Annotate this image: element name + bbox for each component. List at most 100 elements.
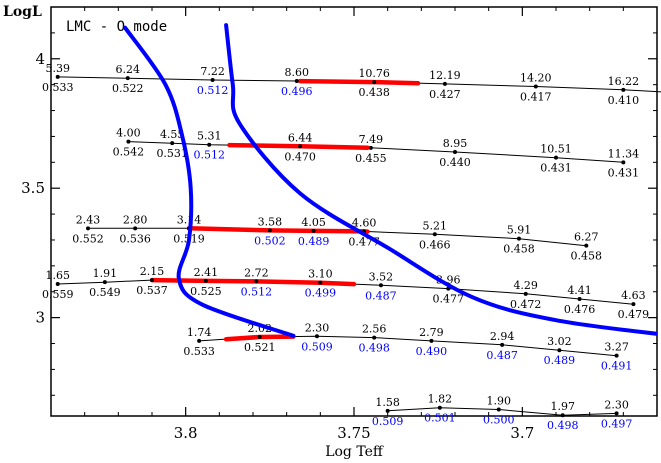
track-point [86,226,91,231]
track-point [500,342,505,347]
mass-label: 5.21 [423,219,448,232]
track-2: 4.00 0.542 4.55 0.531 5.31 0.512 6.44 0.470 7.49… [113,127,639,180]
mass-label: 4.55 [160,128,185,141]
track-point [523,291,528,296]
mass-label: 1.97 [550,400,575,413]
period-ratio-label: 0.487 [486,349,518,362]
mass-label: 2.30 [305,321,330,334]
mass-label: 4.60 [352,216,377,229]
track-1: 5.390.5336.240.5227.220.5128.600.49610.7… [42,62,661,107]
period-ratio-label: 0.417 [520,90,552,103]
mass-label: 10.51 [540,143,572,156]
period-ratio-label: 0.431 [540,162,572,175]
mass-label: 2.79 [419,326,444,339]
track-point [372,80,377,85]
y-tick-label: 3 [35,309,45,327]
mass-label: 3.52 [369,270,394,283]
mass-label: 14.20 [520,71,552,84]
mass-label: 10.76 [358,67,390,80]
mass-label: 4.41 [567,284,592,297]
period-ratio-label: 0.542 [113,146,145,159]
track-point [621,160,626,165]
track-point [496,407,501,412]
track-point [584,243,589,248]
track-point [207,142,212,147]
x-tick-label: 3.7 [510,424,534,442]
mass-label: 2.56 [362,323,387,336]
period-ratio-label: 0.487 [365,289,397,302]
mass-label: 6.44 [288,131,313,144]
x-tick-label: 3.8 [174,424,198,442]
y-axis-title: LogL [3,4,42,20]
period-ratio-label: 0.509 [372,415,404,428]
period-ratio-label: 0.500 [483,414,515,427]
mass-label: 1.91 [93,267,118,280]
period-ratio-label: 0.438 [358,86,390,99]
period-ratio-label: 0.440 [439,156,471,169]
track-point [368,145,373,150]
period-ratio-label: 0.533 [42,81,74,94]
period-ratio-label: 0.431 [608,166,640,179]
track-point [614,411,619,416]
period-ratio-label: 0.531 [156,147,188,160]
mass-label: 16.22 [608,75,640,88]
period-ratio-label: 0.491 [601,360,633,373]
track-point [203,278,208,283]
track-point [557,348,562,353]
mass-label: 8.60 [285,66,310,79]
track-point [429,338,434,343]
mass-label: 3.58 [258,215,283,228]
track-point [125,76,130,81]
track-point [102,280,107,285]
period-ratio-label: 0.512 [241,285,273,298]
period-ratio-label: 0.533 [183,345,215,358]
period-ratio-label: 0.470 [284,150,316,163]
period-ratio-label: 0.512 [193,149,225,162]
mass-label: 4.29 [513,279,538,292]
track-point [442,81,447,86]
track-point [170,141,175,146]
period-ratio-label: 0.499 [305,287,337,300]
mass-label: 5.39 [45,62,70,75]
period-ratio-label: 0.489 [298,235,330,248]
period-ratio-label: 0.458 [571,250,603,263]
x-tick-label: 3.75 [337,424,370,442]
track-point [614,353,619,358]
period-ratio-label: 0.489 [544,354,576,367]
y-tick-label: 4 [35,50,45,68]
mass-label: 7.49 [359,133,384,146]
period-ratio-label: 0.476 [564,303,596,316]
mass-label: 2.30 [604,398,629,411]
mass-label: 3.02 [547,335,572,348]
track-point [621,87,626,92]
track-point [554,155,558,160]
track-point [372,335,377,340]
instability-strip-segment [297,78,421,86]
mass-label: 2.43 [76,213,101,226]
track-point [577,296,582,301]
period-ratio-label: 0.410 [608,94,640,107]
y-tick-label: 3.5 [21,179,45,197]
mass-label: 4.63 [621,289,646,302]
track-point [516,236,521,241]
period-ratio-label: 0.498 [358,342,390,355]
track-point [385,408,390,413]
mass-label: 2.15 [140,265,165,278]
period-ratio-label: 0.496 [281,85,313,98]
mass-label: 1.74 [187,326,212,339]
mass-label: 11.34 [608,147,640,160]
period-ratio-label: 0.509 [301,340,333,353]
boundary-curve-1 [123,25,296,338]
track-point [298,144,303,149]
track-4: 1.650.5591.910.5492.150.5372.410.5252.72… [42,265,649,321]
period-ratio-label: 0.458 [503,243,535,256]
track-point [533,84,538,89]
mass-label: 2.80 [123,213,148,226]
mass-label: 5.31 [197,130,222,143]
track-point [210,77,215,82]
track-point [432,232,437,237]
track-point [55,281,60,286]
mass-label: 4.00 [116,127,141,140]
track-3: 2.430.5522.800.5363.140.5193.580.5024.05… [72,213,602,262]
mass-label: 2.94 [490,330,515,343]
